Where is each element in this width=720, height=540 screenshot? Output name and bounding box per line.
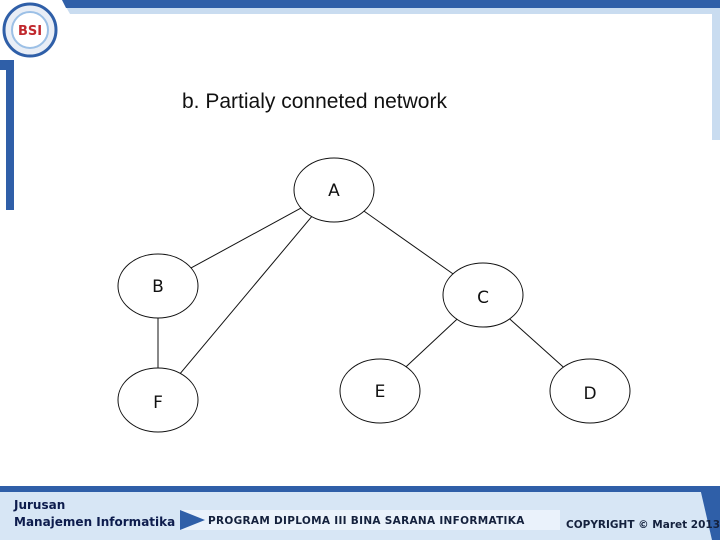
top-frame-bar: [62, 0, 720, 140]
footer-program: PROGRAM DIPLOMA III BINA SARANA INFORMAT…: [208, 515, 525, 527]
node-d-shape: [549, 358, 631, 424]
node-e-label: E: [375, 382, 386, 402]
bottom-arrow-left: [180, 510, 205, 530]
footer-department: Jurusan Manajemen Informatika: [14, 497, 175, 531]
node-a-label: A: [328, 181, 340, 201]
bottom-right-accent: [700, 488, 720, 540]
svg-text:BSI: BSI: [18, 24, 42, 39]
node-b: B: [117, 253, 199, 319]
footer-copyright: COPYRIGHT © Maret 2013: [566, 519, 720, 531]
footer-dept-line1: Jurusan: [14, 498, 66, 512]
edge-a-b: [190, 207, 302, 269]
slide-title: b. Partialy conneted network: [182, 90, 447, 113]
left-frame-bar: [0, 60, 14, 210]
edge-a-f: [179, 216, 313, 374]
edge-c-d: [509, 318, 564, 368]
bsi-logo: BSI: [2, 2, 58, 58]
node-d-label: D: [583, 384, 596, 404]
top-frame-accent: [62, 0, 720, 8]
node-c-label: C: [477, 288, 489, 308]
footer-dept-line2: Manajemen Informatika: [14, 515, 176, 529]
node-f-shape: [117, 367, 199, 433]
node-b-label: B: [152, 277, 164, 297]
bottom-program-band: [180, 510, 560, 530]
edge-c-e: [405, 318, 458, 368]
node-e: E: [339, 358, 421, 424]
node-f: F: [117, 367, 199, 433]
bottom-frame-accent: [0, 486, 720, 492]
node-a: A: [293, 157, 375, 223]
node-c: C: [442, 262, 524, 328]
node-e-shape: [339, 358, 421, 424]
edge-a-c: [363, 210, 454, 275]
node-b-shape: [117, 253, 199, 319]
node-c-shape: [442, 262, 524, 328]
node-d: D: [549, 358, 631, 424]
node-f-label: F: [153, 393, 163, 413]
node-a-shape: [293, 157, 375, 223]
